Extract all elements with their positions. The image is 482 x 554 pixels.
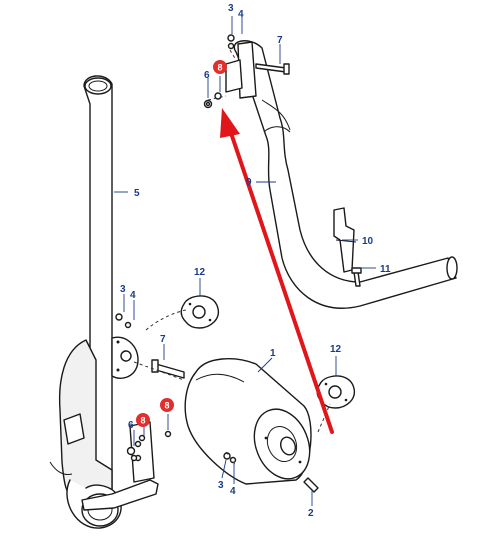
lower-left-nuts	[115, 313, 172, 462]
red-highlight-arrow	[220, 108, 334, 434]
gasket-right	[316, 375, 356, 409]
upper-exhaust-pipe	[225, 40, 458, 309]
lower-bracket-strap	[81, 421, 159, 511]
callout-1: 1	[270, 348, 276, 359]
callout-7: 7	[277, 35, 283, 46]
callout-3: 3	[218, 480, 224, 491]
callout-10: 10	[362, 236, 374, 247]
callout-4: 4	[238, 9, 244, 20]
callout-9: 9	[246, 177, 252, 188]
callout-3: 3	[228, 3, 234, 14]
badge-8-top: 8	[213, 60, 227, 74]
callout-labels: 3 4 7 6 9 5 10 11 12 3 4 7 1 12 6 3 4 2	[120, 3, 391, 519]
bolt-11	[351, 267, 362, 287]
badge-8-label: 8	[164, 401, 169, 411]
callout-11: 11	[380, 264, 391, 275]
gasket-left	[180, 295, 220, 329]
callout-4: 4	[130, 290, 136, 301]
callout-6: 6	[128, 420, 134, 431]
badge-8-lower-left: 8	[136, 413, 150, 427]
upper-nuts	[203, 34, 235, 109]
badge-8-label: 8	[217, 63, 222, 73]
callout-6: 6	[204, 70, 210, 81]
callout-12: 12	[330, 344, 342, 355]
badge-8-label: 8	[140, 416, 145, 426]
muffler	[184, 358, 312, 485]
flange-plate	[111, 336, 139, 379]
callout-7: 7	[160, 334, 166, 345]
leader-lines	[114, 16, 376, 506]
stud-2	[303, 477, 319, 493]
callout-12: 12	[194, 267, 206, 278]
lower-bolt-7	[151, 359, 185, 379]
muffler-nuts	[223, 452, 237, 464]
callout-4: 4	[230, 486, 236, 497]
callout-2: 2	[308, 508, 314, 519]
callout-5: 5	[134, 188, 140, 199]
badge-8-lower-mid: 8	[160, 398, 174, 412]
upper-bolt-7	[255, 63, 290, 75]
callout-3: 3	[120, 284, 126, 295]
